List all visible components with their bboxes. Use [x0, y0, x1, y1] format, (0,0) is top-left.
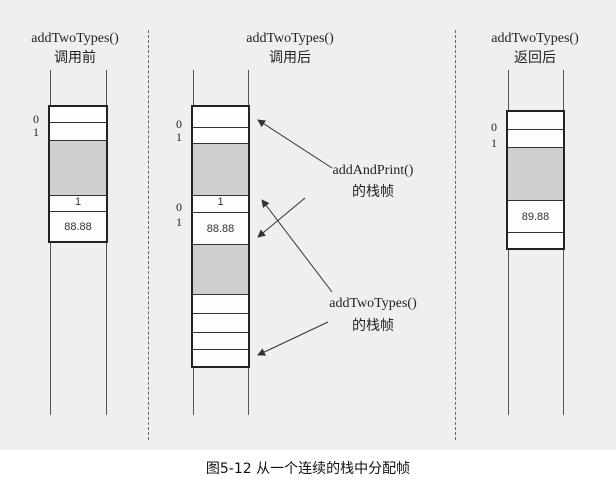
- stack-cell-grey: [508, 147, 563, 201]
- index-label: 1: [491, 136, 497, 150]
- stack-cell-grey: [193, 244, 248, 295]
- stack-cell-grey: [50, 140, 106, 196]
- arrow-addtwotypes-top: [261, 199, 333, 293]
- index-label: 0: [491, 120, 497, 134]
- index-label: 1: [176, 130, 182, 144]
- stack-cell-double: 88.88: [193, 212, 248, 245]
- stack-cell: [193, 332, 248, 350]
- stack-cell-double: 88.88: [50, 211, 106, 242]
- index-label: 0: [176, 200, 182, 214]
- annotation-addtwotypes-name: addTwoTypes(): [329, 296, 417, 311]
- stack-after: 1 88.88: [191, 105, 250, 368]
- arrow-addandprint-bottom: [257, 197, 306, 238]
- arrows-layer: [257, 119, 333, 356]
- figure-area: addTwoTypes() 调用前 1 88.88 0 1 addTwoType…: [0, 0, 616, 450]
- panel-after-subtitle: 调用后: [269, 51, 311, 66]
- stack-before: 1 88.88: [48, 105, 108, 243]
- divider-dashed: [148, 30, 149, 440]
- panel-before-title: addTwoTypes(): [31, 31, 119, 46]
- stack-cell-grey: [193, 143, 248, 196]
- index-label: 1: [33, 125, 39, 139]
- panel-returned-title: addTwoTypes(): [491, 31, 579, 46]
- index-label: 1: [176, 215, 182, 229]
- stack-cell: [50, 122, 106, 141]
- stack-cell: [508, 129, 563, 148]
- annotation-addandprint-name: addAndPrint(): [332, 163, 414, 178]
- stack-returned: 89.88: [506, 110, 565, 250]
- stack-cell-double: 89.88: [508, 200, 563, 233]
- annotation-addtwotypes-label: 的栈帧: [352, 319, 394, 334]
- annotation-addandprint-label: 的栈帧: [352, 185, 394, 200]
- stack-cell: [508, 232, 563, 249]
- stack-cell: [193, 349, 248, 367]
- panel-returned-subtitle: 返回后: [514, 51, 556, 66]
- stack-cell: [193, 127, 248, 144]
- index-label: 0: [33, 112, 39, 126]
- arrow-addandprint-top: [257, 119, 333, 169]
- arrow-addtwotypes-bottom: [257, 321, 329, 356]
- panel-before-subtitle: 调用前: [54, 51, 96, 66]
- figure-caption: 图5-12 从一个连续的栈中分配帧: [205, 461, 411, 477]
- stack-cell-int: 1: [50, 195, 106, 212]
- panel-after-title: addTwoTypes(): [246, 31, 334, 46]
- divider-dashed: [455, 30, 456, 440]
- stack-cell-int: 1: [193, 195, 248, 213]
- index-label: 0: [176, 117, 182, 131]
- stack-cell: [193, 313, 248, 333]
- stack-cell: [193, 294, 248, 314]
